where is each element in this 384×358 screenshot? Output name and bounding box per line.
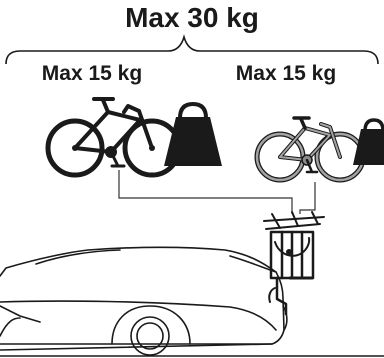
bracket-icon (6, 37, 378, 64)
car-icon (0, 247, 287, 355)
bicycle-light-icon (257, 118, 363, 180)
bicycle-dark-icon (48, 99, 179, 175)
weight-large-icon (164, 104, 222, 166)
bike-rack-icon (264, 212, 324, 314)
